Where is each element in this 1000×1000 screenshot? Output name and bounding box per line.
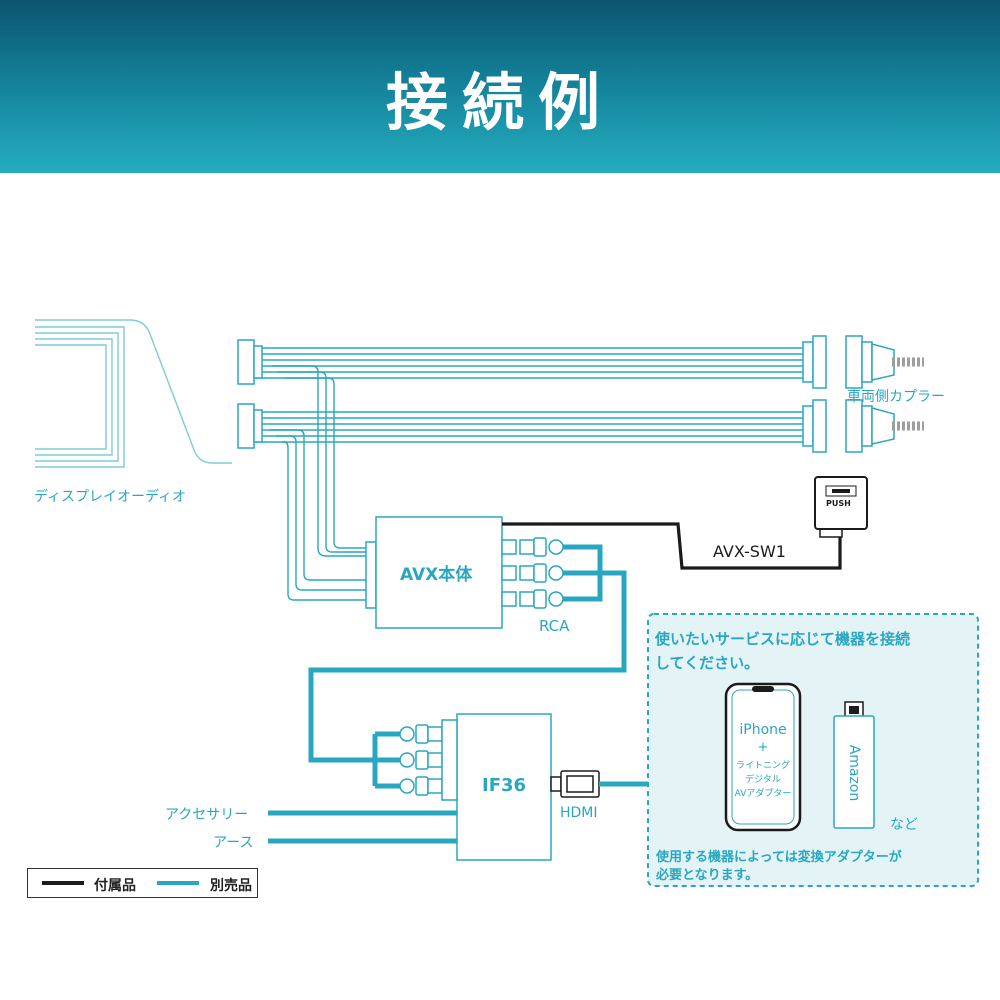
panel-note-line1: 使用する機器によっては変換アダプターが bbox=[656, 850, 902, 865]
push-label: PUSH bbox=[826, 499, 851, 508]
etc-label: など bbox=[890, 817, 918, 833]
iphone-plus: + bbox=[757, 740, 769, 755]
legend-sold-separately-label: 別売品 bbox=[210, 878, 252, 894]
vehicle-coupler-wires bbox=[892, 357, 924, 431]
adapter-line3: AVアダプター bbox=[734, 789, 792, 799]
header-banner: 接続例 bbox=[0, 0, 1000, 173]
vehicle-coupler-label: 車両側カプラー bbox=[847, 389, 945, 405]
display-audio-label: ディスプレイオーディオ bbox=[34, 489, 187, 505]
avx-sw1-label: AVX-SW1 bbox=[713, 542, 786, 561]
if36-unit bbox=[456, 713, 552, 861]
lower-harness bbox=[255, 411, 805, 601]
legend: 付属品 別売品 bbox=[27, 868, 258, 898]
rca-plugs bbox=[519, 537, 564, 609]
upper-harness bbox=[255, 347, 805, 557]
rca-label: RCA bbox=[539, 617, 570, 635]
adapter-line1: ライトニング bbox=[735, 761, 790, 771]
right-connectors bbox=[802, 335, 827, 453]
left-connectors bbox=[237, 339, 263, 449]
avx-unit-label: AVX本体 bbox=[400, 565, 473, 585]
legend-lines bbox=[42, 881, 199, 885]
iphone-device bbox=[724, 682, 802, 832]
hdmi-plug bbox=[550, 770, 600, 798]
avx-unit bbox=[365, 516, 517, 629]
hdmi-label: HDMI bbox=[560, 805, 598, 821]
panel-heading-line1: 使いたいサービスに応じて機器を接続 bbox=[655, 630, 911, 648]
page-title: 接続例 bbox=[385, 66, 614, 139]
earth-label: アース bbox=[213, 835, 254, 851]
panel-note-line2: 必要となります。 bbox=[656, 868, 759, 883]
avx-sw1-cable bbox=[502, 522, 842, 570]
iphone-label: iPhone bbox=[739, 722, 787, 738]
if36-rca-leads bbox=[375, 731, 400, 789]
display-audio-outline bbox=[35, 319, 232, 468]
power-wires bbox=[268, 810, 457, 844]
avx-sw1-switch bbox=[814, 476, 868, 538]
panel-heading-line2: してください。 bbox=[655, 654, 760, 672]
if36-label: IF36 bbox=[482, 775, 527, 796]
amazon-stick bbox=[833, 701, 875, 829]
vehicle-couplers bbox=[845, 335, 895, 453]
adapter-line2: デジタル bbox=[745, 775, 781, 785]
amazon-label: Amazon bbox=[846, 744, 862, 802]
accessory-label: アクセサリー bbox=[165, 807, 249, 823]
if36-rca-plugs bbox=[399, 724, 443, 796]
legend-included-label: 付属品 bbox=[94, 878, 136, 894]
